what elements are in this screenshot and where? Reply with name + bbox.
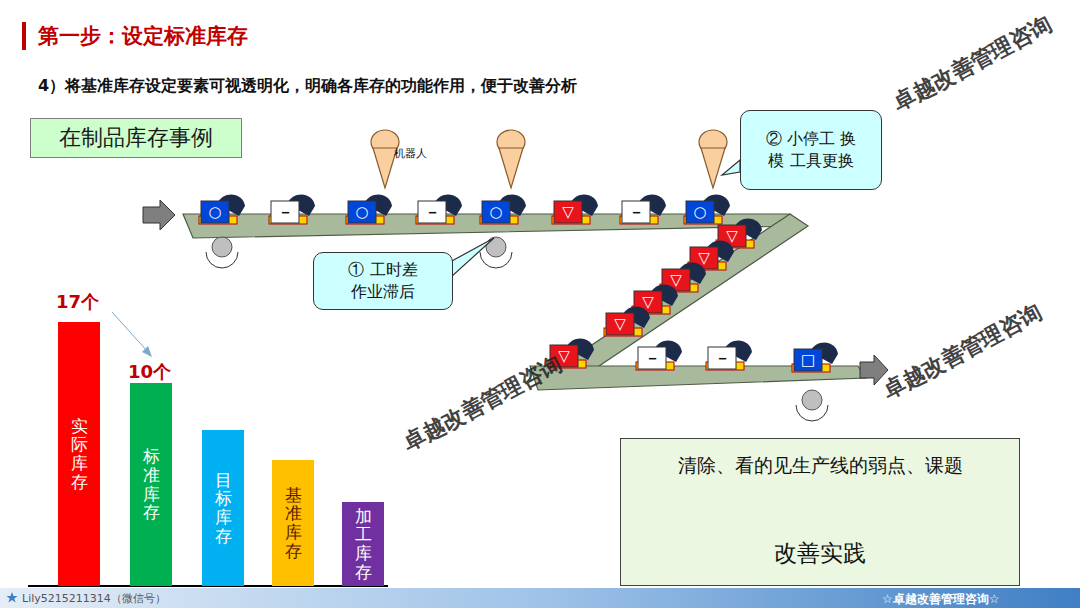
part [606,313,634,335]
part [482,201,510,223]
part [271,201,299,223]
node-text: 标准库存 [143,447,160,522]
node-text: 加工库存 [355,507,372,582]
roller [212,237,232,257]
part [638,347,666,369]
node-text: 基准库存 [285,486,302,561]
part [201,201,229,223]
bar: 标准库存 [130,383,172,586]
robot-cone [371,130,727,188]
bar: 加工库存 [342,502,384,586]
part-symbol: □ [801,351,815,369]
label: ☆卓越改善管理咨询☆ [882,591,1000,608]
part-symbol: ▽ [698,249,710,267]
part-symbol: － [645,349,660,368]
part [418,201,446,223]
node-text: ① 工时差 作业滞后 [338,259,428,302]
title: 第一步：设定标准库存 [38,22,248,50]
part-symbol: － [278,203,293,222]
example-box: 在制品库存事例 [30,118,242,158]
result-box: 清除、看的见生产线的弱点、课题改善实践 [620,438,1020,586]
bar: 实际库存 [58,322,100,586]
part-symbol: － [715,349,730,368]
part [348,201,376,223]
roller [486,237,506,257]
part [554,201,582,223]
watermark: 卓越改善管理咨询 [398,349,567,458]
part [708,347,736,369]
part [794,349,822,371]
bar: 基准库存 [272,460,314,586]
part-symbol: ▽ [726,227,738,245]
part-symbol: ▽ [642,293,654,311]
label: 机器人 [394,146,427,161]
callout-box: ① 工时差 作业滞后 [313,252,453,310]
watermark: 卓越改善管理咨询 [888,9,1057,118]
part [686,201,714,223]
callout-tail [722,160,740,175]
label: 10个 [128,360,171,384]
node-text: 清除、看的见生产线的弱点、课题 [678,453,963,479]
part-symbol: ▽ [614,315,626,333]
node-text: 在制品库存事例 [59,123,213,153]
label: Lily5215211314（微信号） [22,591,166,606]
trend-arrow [112,312,148,352]
caption: 4）将基准库存设定要素可视透明化，明确各库存的功能作用，便于改善分析 [38,76,577,97]
trend-arrow-head [142,346,152,357]
footer-band [0,588,1080,608]
footer-star [7,592,18,603]
watermark: 卓越改善管理咨询 [878,297,1047,406]
part-symbol: ○ [693,203,706,221]
node-text: 实际库存 [71,417,88,492]
roller [802,390,822,410]
node-text: 目标库存 [215,471,232,546]
part [622,201,650,223]
roller-arc [206,252,238,268]
part-symbol: ○ [489,203,502,221]
node-text: ② 小停工 换模 工具更换 [765,128,858,171]
roller-arc [480,252,512,268]
part-symbol: ○ [208,203,221,221]
node-text: 改善实践 [774,538,866,569]
label: 17个 [56,290,99,314]
part-symbol: － [629,203,644,222]
roller-arc [796,405,828,421]
part-symbol: ▽ [670,271,682,289]
callout-box: ② 小停工 换模 工具更换 [740,110,882,190]
part-symbol: ○ [355,203,368,221]
callout-tail [450,238,494,278]
part-symbol: － [425,203,440,222]
title-bar [22,22,26,50]
part-symbol: ▽ [562,203,574,221]
input-arrow [143,200,175,230]
bar: 目标库存 [202,430,244,586]
conveyor-belt [566,214,808,372]
